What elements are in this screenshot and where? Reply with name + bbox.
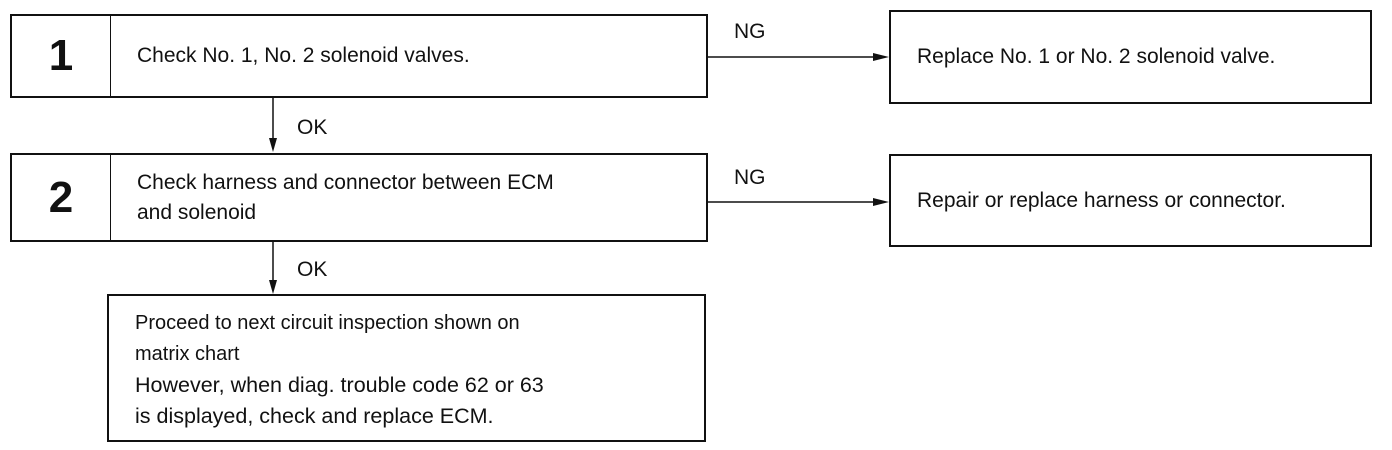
ok-label-2: OK — [297, 258, 328, 281]
step-2-text-line-1: Check harness and connector between ECM — [137, 170, 554, 194]
result-box-1: Replace No. 1 or No. 2 solenoid valve. — [889, 10, 1372, 104]
arrow-head-ok-1 — [269, 138, 277, 152]
result-box-2: Repair or replace harness or connector. — [889, 154, 1372, 247]
step-number-1: 1 — [12, 16, 111, 96]
ng-label-1: NG — [734, 20, 766, 43]
step-1-text: Check No. 1, No. 2 solenoid valves. — [137, 44, 470, 67]
final-instruction-box: Proceed to next circuit inspection shown… — [107, 294, 706, 442]
final-line-4: is displayed, check and replace ECM. — [135, 404, 494, 428]
ng-label-2: NG — [734, 166, 766, 189]
final-line-1: Proceed to next circuit inspection shown… — [135, 312, 520, 334]
step-number-2: 2 — [12, 155, 111, 240]
step-2-text: Check harness and connector between ECM … — [111, 155, 706, 240]
arrow-head-ng-2 — [873, 198, 889, 206]
final-line-3: However, when diag. trouble code 62 or 6… — [135, 373, 544, 397]
final-line-2: matrix chart — [135, 343, 240, 365]
result-2-text: Repair or replace harness or connector. — [917, 188, 1286, 212]
result-1-text: Replace No. 1 or No. 2 solenoid valve. — [917, 45, 1276, 68]
step-2-box: 2 Check harness and connector between EC… — [10, 153, 708, 242]
ok-label-1: OK — [297, 116, 328, 139]
arrow-head-ng-1 — [873, 53, 889, 61]
step-2-text-line-2: and solenoid — [137, 200, 257, 224]
arrow-head-ok-2 — [269, 280, 277, 294]
step-1-box: 1 Check No. 1, No. 2 solenoid valves. — [10, 14, 708, 98]
